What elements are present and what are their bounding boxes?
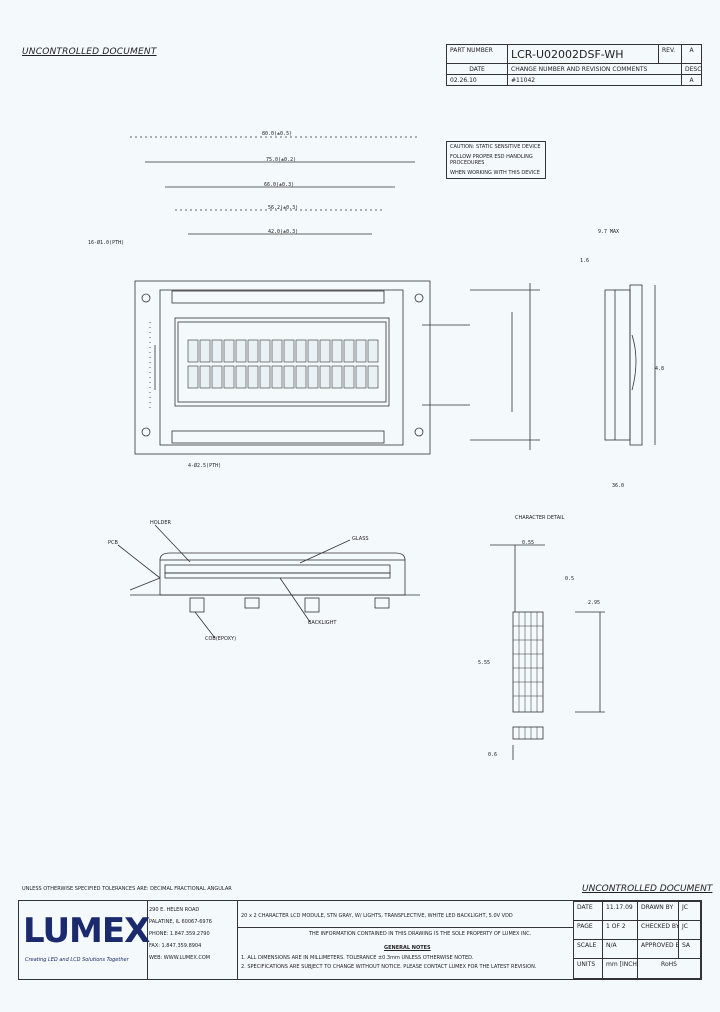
label-backlight: BACKLIGHT <box>308 620 337 626</box>
address-line: WEB: WWW.LUMEX.COM <box>149 955 211 961</box>
char-detail-label: CHARACTER DETAIL <box>515 515 565 521</box>
watermark-top: UNCONTROLLED DOCUMENT <box>22 47 157 57</box>
char-dim: 0.5 <box>565 576 575 582</box>
note-line: 2. SPECIFICATIONS ARE SUBJECT TO CHANGE … <box>241 964 537 970</box>
side-dim: 4.8 <box>655 366 665 372</box>
table-cell: mm [INCH] <box>602 958 638 979</box>
table-cell: JC <box>678 901 701 921</box>
divider <box>237 901 238 979</box>
dim-bezel: 66.0(±0.3) <box>264 182 295 188</box>
rohs-mark: RoHS <box>637 958 701 979</box>
lumex-logo: LUMEX <box>23 911 150 951</box>
proprietary-note: THE INFORMATION CONTAINED IN THIS DRAWIN… <box>309 931 532 937</box>
revision-block: PART NUMBER LCR-U02002DSF-WH REV. A DATE… <box>446 44 702 86</box>
dim-aa: 42.0(±0.3) <box>268 229 299 235</box>
divider <box>237 927 573 928</box>
caution-line: CAUTION: STATIC SENSITIVE DEVICE <box>450 144 541 150</box>
label-cob: COB(EPOXY) <box>205 636 237 642</box>
address-line: FAX: 1.847.359.8904 <box>149 943 202 949</box>
side-dim: 9.7 MAX <box>598 229 620 235</box>
label-glass: GLASS <box>352 536 369 542</box>
watermark-bottom: UNCONTROLLED DOCUMENT <box>582 884 713 894</box>
table-cell: 1 OF 2 <box>602 920 638 940</box>
address-line: PHONE: 1.847.359.2790 <box>149 931 210 937</box>
title-block: LUMEX Creating LED and LCD Solutions Tog… <box>18 900 702 980</box>
caution-line: WHEN WORKING WITH THIS DEVICE <box>450 170 540 176</box>
table-cell: DRAWN BY <box>637 901 679 921</box>
info-table: DATE 11.17.09 DRAWN BY JC PAGE 1 OF 2 CH… <box>573 901 701 979</box>
char-dim: 0.55 <box>522 540 535 546</box>
table-cell: 11.17.09 <box>602 901 638 921</box>
address-line: PALATINE, IL 60067-6976 <box>149 919 212 925</box>
caution-line: FOLLOW PROPER ESD HANDLING PROCEDURES <box>450 154 533 166</box>
technical-drawing <box>117 136 656 760</box>
table-cell: N/A <box>602 939 638 959</box>
table-cell: JC <box>678 920 701 940</box>
char-dim: 0.6 <box>488 752 498 758</box>
logo-area: LUMEX Creating LED and LCD Solutions Tog… <box>19 901 150 979</box>
pin-note: 16-Ø1.0(PTH) <box>88 240 125 246</box>
label-holder: HOLDER <box>150 520 171 526</box>
product-title: 20 x 2 CHARACTER LCD MODULE, STN GRAY, W… <box>241 913 513 919</box>
address-line: 290 E. HELEN ROAD <box>149 907 200 913</box>
dim-outline: 80.0(±0.5) <box>262 131 293 137</box>
side-dim: 36.0 <box>612 483 625 489</box>
address: 290 E. HELEN ROAD PALATINE, IL 60067-697… <box>149 907 235 961</box>
notes-title: GENERAL NOTES <box>384 945 431 951</box>
caution-box: CAUTION: STATIC SENSITIVE DEVICE FOLLOW … <box>446 141 546 179</box>
dim-va: 56.2(±0.3) <box>268 205 299 211</box>
tagline: Creating LED and LCD Solutions Together <box>25 957 129 963</box>
table-cell: DATE <box>573 901 603 921</box>
table-cell: PAGE <box>573 920 603 940</box>
char-dim: 5.55 <box>478 660 491 666</box>
side-dim: 1.6 <box>580 258 590 264</box>
note-line: 1. ALL DIMENSIONS ARE IN MILLIMETERS. TO… <box>241 955 474 961</box>
table-cell: UNITS <box>573 958 603 979</box>
table-cell: SA <box>678 939 701 959</box>
table-cell: APPROVED BY <box>637 939 679 959</box>
rev-row: A <box>681 74 702 86</box>
hole-note: 4-Ø2.5(PTH) <box>188 463 222 469</box>
dim-pcb: 75.0(±0.2) <box>266 157 297 163</box>
tolerance-note: UNLESS OTHERWISE SPECIFIED TOLERANCES AR… <box>22 886 232 892</box>
table-cell: SCALE <box>573 939 603 959</box>
char-dim: 2.95 <box>588 600 601 606</box>
table-cell: CHECKED BY <box>637 920 679 940</box>
label-pcb: PCB <box>108 540 118 546</box>
